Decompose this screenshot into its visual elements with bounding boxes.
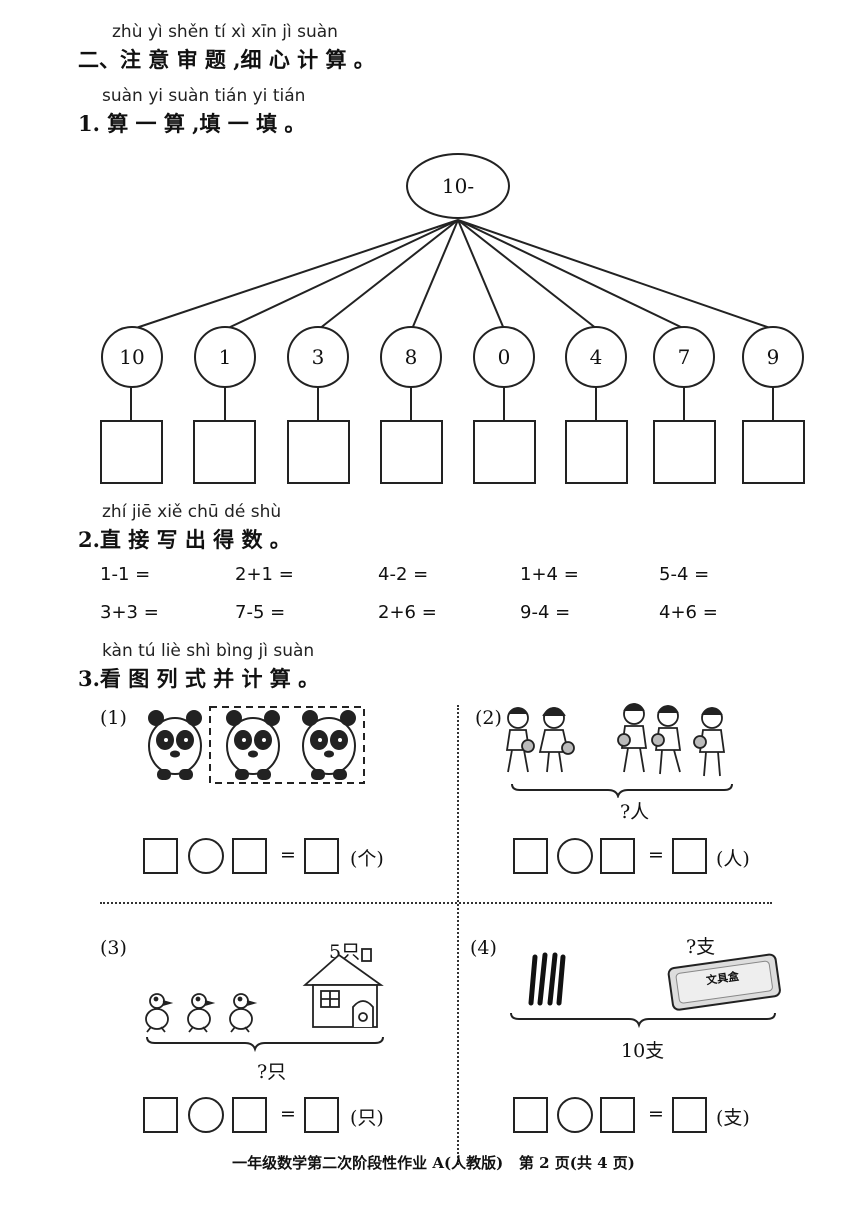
- total-label: 10支: [621, 1040, 665, 1062]
- number-circle: 10: [101, 326, 163, 388]
- circle-number: 0: [497, 345, 511, 369]
- circle-number: 9: [766, 345, 780, 369]
- q3-title: 3.看 图 列 式 并 计 算 。: [78, 666, 320, 691]
- vertical-divider: [457, 705, 459, 1165]
- panel-number: (3): [100, 937, 127, 959]
- answer-box[interactable]: [565, 420, 628, 484]
- result-box[interactable]: [304, 1097, 339, 1133]
- panel-number: (2): [475, 707, 502, 729]
- number-circle: 3: [287, 326, 349, 388]
- expression: 2+1 =: [235, 564, 294, 585]
- section-pinyin: zhù yì shěn tí xì xīn jì suàn: [112, 22, 338, 42]
- expression: 1-1 =: [100, 564, 151, 585]
- number-circle: 4: [565, 326, 627, 388]
- result-box[interactable]: [672, 1097, 707, 1133]
- q1-title: 1. 算 一 算 ,填 一 填 。: [78, 111, 306, 136]
- children-illustration: [505, 703, 733, 798]
- number-circle: 7: [653, 326, 715, 388]
- result-box[interactable]: [672, 838, 707, 874]
- expression: 1+4 =: [520, 564, 579, 585]
- answer-box[interactable]: [193, 420, 256, 484]
- panel-number: (1): [100, 707, 127, 729]
- answer-box[interactable]: [653, 420, 716, 484]
- answer-box[interactable]: [100, 420, 163, 484]
- number-circle: 1: [194, 326, 256, 388]
- question-label: ?只: [257, 1061, 287, 1083]
- equation-box[interactable]: [143, 1097, 178, 1133]
- q2-title: 2.直 接 写 出 得 数 。: [78, 527, 291, 552]
- question-label: ?人: [620, 801, 650, 823]
- q3-pinyin: kàn tú liè shì bìng jì suàn: [102, 641, 315, 661]
- expression: 9-4 =: [520, 602, 571, 623]
- pencil-question-label: ?支: [686, 936, 716, 958]
- expression: 4-2 =: [378, 564, 429, 585]
- circle-number: 4: [589, 345, 603, 369]
- number-circle: 8: [380, 326, 442, 388]
- pencils-box-illustration: [510, 952, 781, 1029]
- expression: 5-4 =: [659, 564, 710, 585]
- section-title: 二、注 意 审 题 ,细 心 计 算 。: [78, 47, 375, 72]
- root-label: 10-: [441, 174, 475, 198]
- equals-sign: =: [280, 844, 296, 866]
- root-oval: 10-: [406, 153, 510, 219]
- q1-pinyin: suàn yi suàn tián yi tián: [102, 86, 306, 106]
- result-box[interactable]: [304, 838, 339, 874]
- answer-box[interactable]: [380, 420, 443, 484]
- circle-number: 7: [677, 345, 691, 369]
- unit-label: (人): [716, 848, 750, 870]
- circle-number: 8: [404, 345, 418, 369]
- horizontal-divider: [100, 902, 772, 904]
- operator-circle[interactable]: [557, 1097, 593, 1133]
- equation-box[interactable]: [513, 838, 548, 874]
- operator-circle[interactable]: [557, 838, 593, 874]
- q1-tree-lines: [130, 219, 774, 420]
- number-circle: 9: [742, 326, 804, 388]
- answer-box[interactable]: [473, 420, 536, 484]
- answer-box[interactable]: [287, 420, 350, 484]
- expression: 4+6 =: [659, 602, 718, 623]
- expression: 2+6 =: [378, 602, 437, 623]
- circle-number: 1: [218, 345, 232, 369]
- circle-number: 10: [119, 345, 145, 369]
- unit-label: (只): [350, 1107, 384, 1129]
- pandas-illustration: [148, 706, 365, 784]
- expression: 3+3 =: [100, 602, 159, 623]
- circle-number: 3: [311, 345, 325, 369]
- equals-sign: =: [648, 844, 664, 866]
- equation-box[interactable]: [143, 838, 178, 874]
- ducks-house-illustration: [145, 948, 384, 1053]
- page-footer: 一年级数学第二次阶段性作业 A(人教版) 第 2 页(共 4 页): [232, 1154, 635, 1172]
- operator-circle[interactable]: [188, 838, 224, 874]
- operator-circle[interactable]: [188, 1097, 224, 1133]
- unit-label: (个): [350, 848, 384, 870]
- number-circle: 0: [473, 326, 535, 388]
- equals-sign: =: [280, 1103, 296, 1125]
- equation-box[interactable]: [600, 838, 635, 874]
- unit-label: (支): [716, 1107, 750, 1129]
- equals-sign: =: [648, 1103, 664, 1125]
- q2-pinyin: zhí jiē xiě chū dé shù: [102, 502, 282, 522]
- equation-box[interactable]: [513, 1097, 548, 1133]
- equation-box[interactable]: [232, 838, 267, 874]
- equation-box[interactable]: [232, 1097, 267, 1133]
- expression: 7-5 =: [235, 602, 286, 623]
- panel-number: (4): [470, 937, 497, 959]
- answer-box[interactable]: [742, 420, 805, 484]
- equation-box[interactable]: [600, 1097, 635, 1133]
